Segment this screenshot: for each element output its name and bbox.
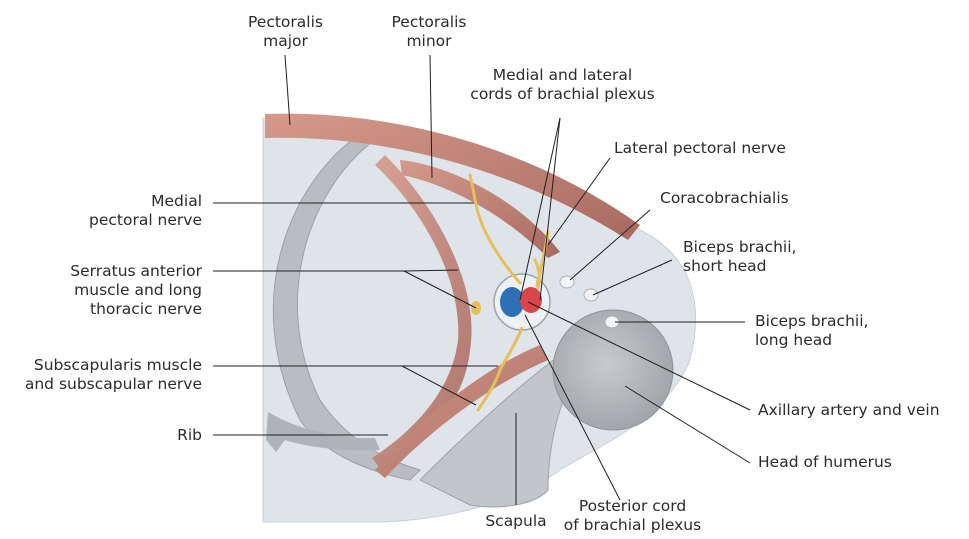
label-pectoralis-major-line2: major [243, 32, 328, 51]
label-biceps-short: Biceps brachii, short head [683, 238, 796, 276]
label-pectoralis-major-line1: Pectoralis [243, 13, 328, 32]
label-biceps-long-line1: Biceps brachii, [755, 312, 868, 331]
label-cords-line1: Medial and lateral [470, 66, 655, 85]
label-pectoralis-major: Pectoralis major [243, 13, 328, 51]
leader-head-humerus [625, 386, 750, 463]
label-lateral-pectoral-nerve-text: Lateral pectoral nerve [614, 139, 786, 158]
label-subscapularis: Subscapularis muscle and subscapular ner… [0, 356, 202, 394]
label-cords-line2: cords of brachial plexus [470, 85, 655, 104]
label-biceps-long: Biceps brachii, long head [755, 312, 868, 350]
label-cords: Medial and lateral cords of brachial ple… [470, 66, 655, 104]
label-axillary-text: Axillary artery and vein [758, 401, 940, 420]
axillary-artery [520, 287, 542, 313]
label-medial-pectoral-nerve: Medial pectoral nerve [60, 192, 202, 230]
label-posterior-cord: Posterior cord of brachial plexus [555, 497, 710, 535]
label-biceps-long-line2: long head [755, 331, 868, 350]
label-biceps-short-line1: Biceps brachii, [683, 238, 796, 257]
label-pectoralis-minor-line2: minor [384, 32, 474, 51]
label-pectoralis-minor: Pectoralis minor [384, 13, 474, 51]
label-serratus: Serratus anterior muscle and long thorac… [20, 262, 202, 319]
label-posterior-cord-line1: Posterior cord [555, 497, 710, 516]
label-rib: Rib [100, 426, 202, 445]
label-subscapularis-line2: and subscapular nerve [0, 375, 202, 394]
label-head-humerus: Head of humerus [758, 453, 892, 472]
label-coracobrachialis-text: Coracobrachialis [660, 189, 789, 208]
label-biceps-short-line2: short head [683, 257, 796, 276]
label-scapula-text: Scapula [480, 512, 552, 531]
label-head-humerus-text: Head of humerus [758, 453, 892, 472]
label-subscapularis-line1: Subscapularis muscle [0, 356, 202, 375]
label-serratus-line2: muscle and long [20, 281, 202, 300]
label-lateral-pectoral-nerve: Lateral pectoral nerve [614, 139, 786, 158]
label-medial-pectoral-line1: Medial [60, 192, 202, 211]
label-axillary: Axillary artery and vein [758, 401, 940, 420]
label-rib-text: Rib [100, 426, 202, 445]
label-posterior-cord-line2: of brachial plexus [555, 516, 710, 535]
label-serratus-line3: thoracic nerve [20, 300, 202, 319]
biceps-short-tendon [584, 289, 598, 301]
label-scapula: Scapula [480, 512, 552, 531]
label-medial-pectoral-line2: pectoral nerve [60, 211, 202, 230]
label-coracobrachialis: Coracobrachialis [660, 189, 789, 208]
label-pectoralis-minor-line1: Pectoralis [384, 13, 474, 32]
label-serratus-line1: Serratus anterior [20, 262, 202, 281]
